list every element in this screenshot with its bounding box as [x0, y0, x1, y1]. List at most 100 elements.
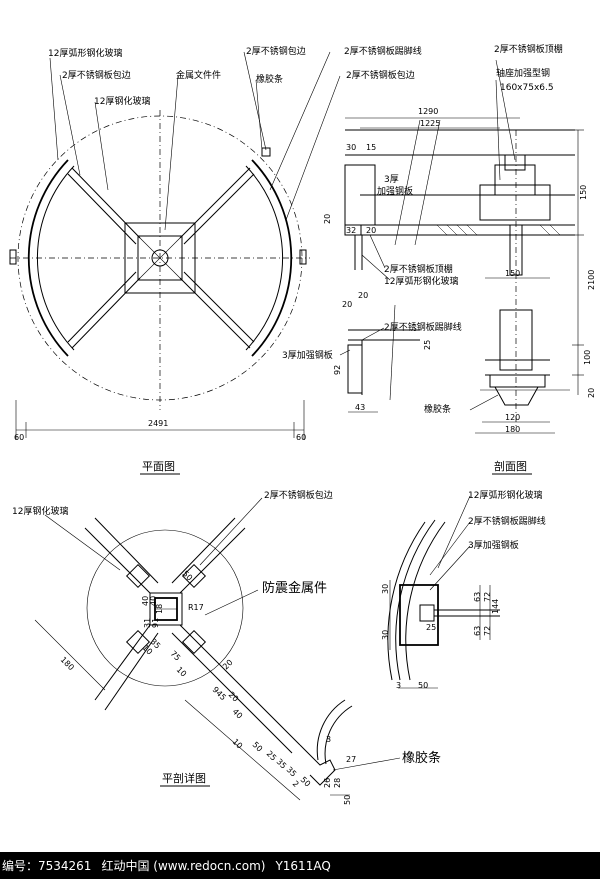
dimension-label: 40: [141, 596, 150, 606]
plan-title: 平面图: [142, 460, 175, 473]
dimension-label: 75: [169, 649, 183, 663]
dimension-label: 63: [473, 626, 482, 636]
detail-label-ss-wrap: 2厚不锈钢板包边: [264, 489, 333, 501]
dimension-label: 1290: [418, 107, 438, 116]
detail-view: 2厚不锈钢板包边 12厚钢化玻璃 防震金属件 橡胶条 12厚弧形钢化玻璃 2厚不…: [12, 489, 546, 805]
detail-curved-glass: [395, 519, 436, 681]
detail-plate: [399, 584, 439, 646]
plan-hub-outer: [124, 222, 196, 294]
section-view: 2厚不锈钢板踢脚线 2厚不锈钢板包边 2厚不锈钢板顶棚 轴座加强型钢 160x7…: [282, 43, 596, 475]
dimension-label: 180: [505, 425, 520, 434]
dimension-label: 20: [366, 226, 376, 235]
plan-label-glass: 12厚钢化玻璃: [94, 95, 150, 107]
plan-glass-leaf-se: [179, 277, 251, 349]
section-label-plate-reinf: 3厚加强钢板: [282, 349, 333, 361]
dimension-label: 30: [346, 143, 356, 152]
plan-label-ss-wrap-b: 2厚不锈钢包边: [246, 45, 306, 57]
dimension-label: 20: [323, 214, 332, 224]
dimension-label: 180: [59, 655, 76, 672]
dimension-label: 72: [483, 626, 492, 636]
plan-label-rubber: 橡胶条: [256, 73, 283, 85]
dimension-label: 91: [151, 618, 160, 628]
plan-label-curved-glass: 12厚弧形钢化玻璃: [48, 47, 122, 59]
footer-id: 编号：7534261: [2, 859, 92, 873]
watermark-bar: 编号：7534261 红动中国 (www.redocn.com) Y1611AQ: [0, 852, 600, 879]
footer-brand: 红动中国 (www.redocn.com): [101, 859, 266, 873]
dimension-label: 40: [149, 596, 158, 606]
plan-glass-leaf-sw: [71, 277, 141, 349]
plan-curved-glass-right: [251, 159, 293, 357]
detail-label-rubber: 橡胶条: [402, 750, 441, 766]
dimension-label: 50: [343, 795, 352, 805]
dimension-label: 35: [285, 765, 299, 779]
dimension-label: 92: [333, 365, 342, 375]
dimension-label: 40: [231, 707, 245, 721]
dimension-label: 72: [483, 592, 492, 602]
plan-dim-right: 60: [296, 433, 306, 442]
plan-hub-inner: [137, 235, 183, 281]
detail-title: 平剖详图: [162, 771, 206, 785]
detail-label-curved-glass: 12厚弧形钢化玻璃: [468, 489, 542, 501]
detail-label-glass: 12厚钢化玻璃: [12, 505, 68, 517]
plan-view: 12厚弧形钢化玻璃 2厚不锈钢板包边 12厚钢化玻璃 金属文件件 2厚不锈钢包边…: [9, 45, 341, 475]
dimension-label: 15: [366, 143, 376, 152]
detail-label-seismic: 防震金属件: [262, 580, 327, 596]
dimension-label: 20: [342, 300, 352, 309]
dimension-label: 3: [326, 735, 331, 744]
section-label-plate-3: 3厚: [384, 174, 399, 185]
plan-glass-leaf-ne-b: [183, 173, 255, 245]
section-label-steel-channel: 轴座加强型钢: [496, 67, 550, 79]
plan-glass-leaf-nw: [71, 167, 141, 239]
section-steel-channel: [479, 184, 551, 221]
dimension-label: 30: [381, 630, 390, 640]
section-label-ss-trim: 2厚不锈钢板踢脚线: [344, 45, 422, 57]
dimension-label: 10: [231, 737, 245, 751]
dimension-label: 32: [346, 226, 356, 235]
dimension-label: 2100: [587, 270, 596, 290]
detail-label-ss-trim: 2厚不锈钢板踢脚线: [468, 515, 546, 527]
section-label-steel-spec: 160x75x6.5: [500, 83, 554, 93]
dimension-label: 25: [426, 623, 436, 632]
cad-drawing: 12厚弧形钢化玻璃 2厚不锈钢板包边 12厚钢化玻璃 金属文件件 2厚不锈钢包边…: [9, 43, 596, 805]
dimension-label: 120: [505, 413, 520, 422]
dimension-label: 20: [227, 690, 241, 704]
plan-glass-leaf-sw-b: [67, 271, 137, 343]
dimension-label: 150: [579, 185, 588, 200]
dimension-label: 28: [333, 778, 342, 788]
dimension-label: 26: [323, 778, 332, 788]
dimension-label: 2: [291, 779, 301, 789]
plan-glass-leaf-nw-b: [67, 173, 137, 245]
dimension-label: 945: [211, 685, 228, 702]
detail-reference-circle: [86, 529, 244, 687]
dimension-label: 3: [396, 681, 401, 690]
plan-label-metal-fitting: 金属文件件: [176, 69, 221, 81]
dimension-label: 150: [505, 269, 520, 278]
dimension-label: 50: [418, 681, 428, 690]
dimension-label: 63: [473, 592, 482, 602]
dimension-label: 50: [299, 775, 313, 789]
plan-dim-total: 2491: [148, 419, 168, 428]
dimension-label: 10: [175, 665, 189, 679]
section-label-plate-3b: 加强钢板: [377, 185, 413, 197]
plan-curved-glass-right-inner: [245, 165, 284, 351]
dimension-label: 27: [346, 755, 356, 764]
plan-curved-glass-left: [27, 159, 69, 357]
section-label-ceiling-b: 2厚不锈钢板顶棚: [384, 263, 453, 275]
footer-code: Y1611AQ: [275, 858, 331, 873]
section-label-ss-wrap: 2厚不锈钢板包边: [346, 69, 415, 81]
plan-glass-leaf-se-b: [183, 271, 255, 343]
plan-curved-glass-left-inner: [36, 165, 75, 351]
plan-dim-left: 60: [14, 433, 24, 442]
section-title: 剖面图: [494, 459, 527, 473]
dimension-label: 1225: [420, 119, 440, 128]
plan-hub-pivot: [151, 249, 169, 267]
dimension-label: 20: [587, 388, 596, 398]
section-label-rubber: 橡胶条: [424, 403, 451, 415]
dimension-label: 18: [155, 604, 164, 614]
dimension-label: 50: [251, 740, 265, 754]
dimension-label: 144: [491, 599, 500, 614]
detail-label-r17: R17: [188, 603, 204, 612]
dimension-label: 31: [143, 618, 152, 628]
dimension-label: 30: [381, 584, 390, 594]
plan-label-ss-wrap-a: 2厚不锈钢板包边: [62, 69, 131, 81]
